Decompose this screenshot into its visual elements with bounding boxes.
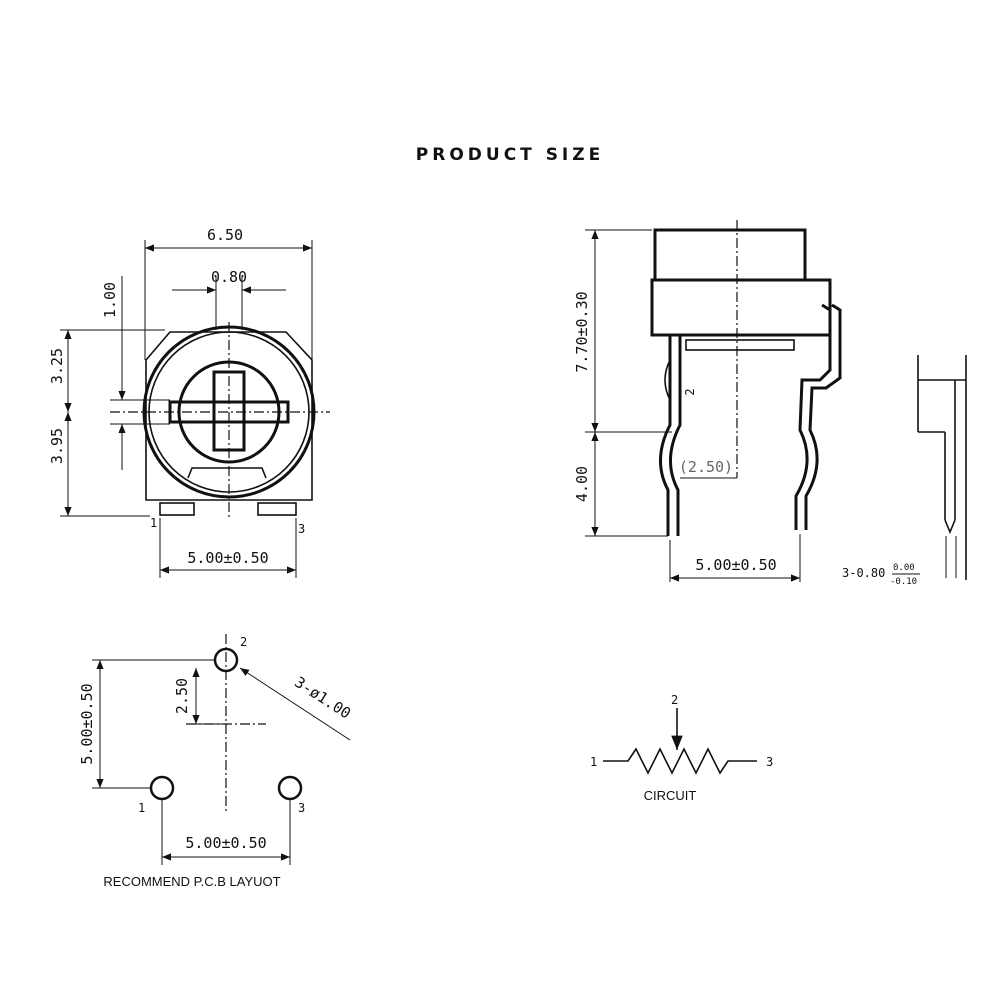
pcb-pin3-label: 3 [298, 801, 305, 815]
dim-pin-length: 4.00 [573, 466, 591, 502]
dim-lower: 3.95 [48, 428, 66, 464]
dim-height: 7.70±0.30 [573, 291, 591, 372]
top-view: 6.50 0.80 1.00 3.25 3.95 1 3 5.00±0.50 [48, 226, 330, 578]
pin-width-tol-lower: -0.10 [890, 577, 917, 587]
end-view: 3-0.80 0.00 -0.10 [842, 355, 967, 587]
page-title: PRODUCT SIZE [416, 145, 604, 165]
pcb-hole-dim: 3-ø1.00 [291, 673, 354, 723]
circuit-caption: CIRCUIT [644, 788, 697, 803]
dim-top: 1.00 [101, 282, 119, 318]
dim-slot: 0.80 [211, 268, 247, 286]
pcb-pin2-label: 2 [240, 635, 247, 649]
pin-width-main: 3-0.80 [842, 566, 885, 580]
dim-width: 6.50 [207, 226, 243, 244]
pcb-hole-3 [277, 775, 303, 801]
pcb-hole-1 [149, 775, 175, 801]
pcb-pitch: 5.00±0.50 [185, 834, 266, 852]
pcb-layout: 5.00±0.50 2.50 3-ø1.00 2 1 3 5.00±0.50 R… [78, 634, 354, 889]
circuit-pin1-label: 1 [590, 755, 597, 769]
dim-upper: 3.25 [48, 348, 66, 384]
top-pitch: 5.00±0.50 [187, 549, 268, 567]
circuit-pin2-label: 2 [671, 693, 678, 707]
pcb-offset-dim: 2.50 [173, 678, 191, 714]
pcb-vertical-dim: 5.00±0.50 [78, 683, 96, 764]
side-view: 7.70±0.30 4.00 2 (2.50) 5.00±0.50 [573, 220, 842, 582]
side-pitch: 5.00±0.50 [695, 556, 776, 574]
top-pin3-label: 3 [298, 522, 305, 536]
top-pin1-label: 1 [150, 516, 157, 530]
circuit-pin3-label: 3 [766, 755, 773, 769]
circuit-symbol: 1 2 3 CIRCUIT [590, 693, 773, 803]
side-pin2-label: 2 [683, 388, 697, 395]
pcb-pin1-label: 1 [138, 801, 145, 815]
pcb-caption: RECOMMEND P.C.B LAYUOT [103, 874, 280, 889]
pin-width-tol-upper: 0.00 [893, 563, 915, 573]
dim-offset: (2.50) [679, 458, 733, 476]
